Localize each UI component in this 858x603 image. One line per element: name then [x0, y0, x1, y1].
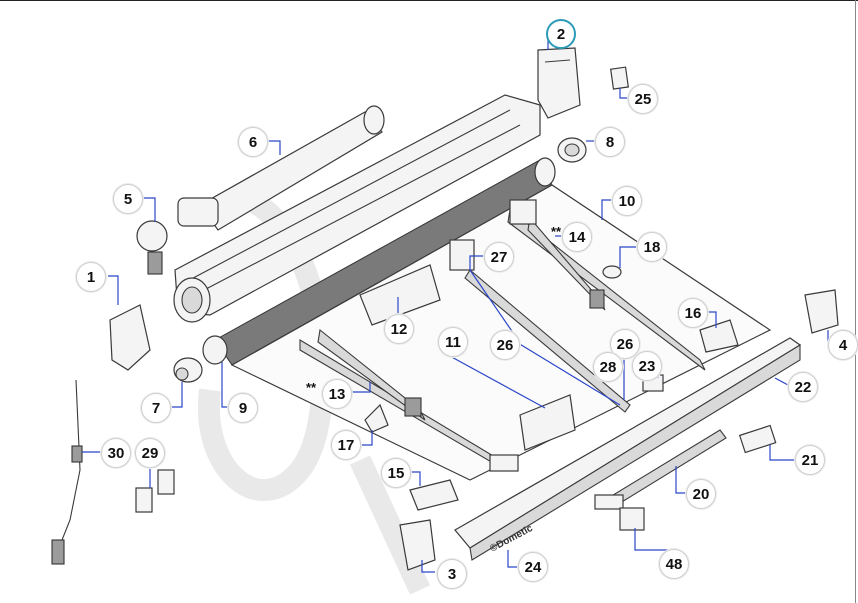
center-bracket [359, 264, 441, 326]
callout-10-label: 10 [618, 192, 636, 210]
callout-25[interactable]: 25 [628, 84, 658, 114]
label-sticker [610, 66, 630, 90]
drive-unit [136, 197, 219, 275]
callout-48[interactable]: 48 [659, 549, 689, 579]
callout-26-left[interactable]: 26 [490, 330, 520, 360]
callout-26-right-label: 26 [616, 335, 634, 353]
end-cap-left [109, 304, 151, 371]
end-clip-16 [699, 319, 739, 353]
end-cap-front [399, 519, 436, 571]
callout-3-label: 3 [447, 565, 457, 583]
callout-21[interactable]: 21 [795, 445, 825, 475]
callout-17-label: 17 [337, 436, 355, 454]
clip-29a [135, 487, 153, 513]
callout-11[interactable]: 11 [438, 327, 468, 357]
callout-9-label: 9 [238, 399, 248, 417]
callout-24-label: 24 [524, 558, 542, 576]
callout-2-selected[interactable]: 2 [546, 19, 576, 49]
cassette-housing [173, 94, 541, 323]
callout-8-label: 8 [605, 133, 615, 151]
callout-25-label: 25 [634, 90, 652, 108]
callout-16[interactable]: 16 [678, 298, 708, 328]
callout-6-label: 6 [248, 133, 258, 151]
callout-14-label: 14 [568, 228, 586, 246]
callout-12[interactable]: 12 [384, 314, 414, 344]
bracket-48 [619, 507, 645, 531]
callout-2-label: 2 [556, 25, 566, 43]
callout-15[interactable]: 15 [381, 458, 411, 488]
roller-end-plug [557, 137, 587, 163]
callout-24[interactable]: 24 [518, 552, 548, 582]
callout-4-label: 4 [838, 336, 848, 354]
stars-14: ** [551, 224, 562, 239]
callout-28[interactable]: 28 [593, 352, 623, 382]
right-border [855, 0, 856, 603]
callout-30-label: 30 [107, 444, 125, 462]
callout-14[interactable]: 14 [562, 222, 592, 252]
callout-12-label: 12 [390, 320, 408, 338]
front-bar [454, 337, 802, 561]
tension-rod [594, 429, 727, 510]
plate-15 [409, 479, 459, 511]
callout-29-label: 29 [141, 444, 159, 462]
bracket-21 [738, 424, 777, 454]
callout-23[interactable]: 23 [632, 351, 662, 381]
right-arm [507, 199, 706, 371]
clip-part [364, 403, 389, 433]
callout-9[interactable]: 9 [228, 393, 258, 423]
callout-10[interactable]: 10 [612, 186, 642, 216]
crank-handle [51, 379, 83, 565]
cap-part [602, 265, 622, 279]
callout-18-label: 18 [643, 238, 661, 256]
callout-27[interactable]: 27 [484, 242, 514, 272]
callout-20-label: 20 [692, 485, 710, 503]
callout-7[interactable]: 7 [141, 393, 171, 423]
callout-4[interactable]: 4 [828, 330, 858, 360]
callout-29[interactable]: 29 [135, 438, 165, 468]
front-bracket [519, 394, 576, 451]
callout-15-label: 15 [387, 464, 405, 482]
callout-5[interactable]: 5 [113, 184, 143, 214]
callout-6[interactable]: 6 [238, 127, 268, 157]
callout-11-label: 11 [445, 333, 461, 351]
callout-30[interactable]: 30 [101, 438, 131, 468]
front-roller-end [202, 335, 228, 365]
stars-13: ** [306, 380, 317, 395]
callout-8[interactable]: 8 [595, 127, 625, 157]
roller-plug-left [173, 357, 203, 383]
fabric-roller [214, 157, 556, 366]
callout-28-label: 28 [599, 358, 617, 376]
callout-23-label: 23 [638, 357, 656, 375]
callout-1-label: 1 [86, 268, 96, 286]
callout-18[interactable]: 18 [637, 232, 667, 262]
callout-21-label: 21 [801, 451, 819, 469]
callout-17[interactable]: 17 [331, 430, 361, 460]
callout-20[interactable]: 20 [686, 479, 716, 509]
callout-1[interactable]: 1 [76, 262, 106, 292]
callout-22-label: 22 [794, 378, 812, 396]
callout-16-label: 16 [684, 304, 702, 322]
callout-13[interactable]: 13 [322, 379, 352, 409]
end-cap-right [537, 47, 581, 119]
top-border [0, 0, 858, 1]
callout-7-label: 7 [151, 399, 161, 417]
roller-tube [199, 105, 385, 231]
callout-48-label: 48 [665, 555, 683, 573]
callout-22[interactable]: 22 [788, 372, 818, 402]
callout-5-label: 5 [123, 190, 133, 208]
callout-27-label: 27 [490, 248, 508, 266]
callout-13-label: 13 [328, 385, 346, 403]
support-strut [449, 239, 631, 413]
clip-29b [157, 469, 175, 495]
left-arm [299, 328, 519, 472]
end-cap-right-front [804, 289, 839, 334]
callout-26-left-label: 26 [496, 336, 514, 354]
callout-3[interactable]: 3 [437, 559, 467, 589]
